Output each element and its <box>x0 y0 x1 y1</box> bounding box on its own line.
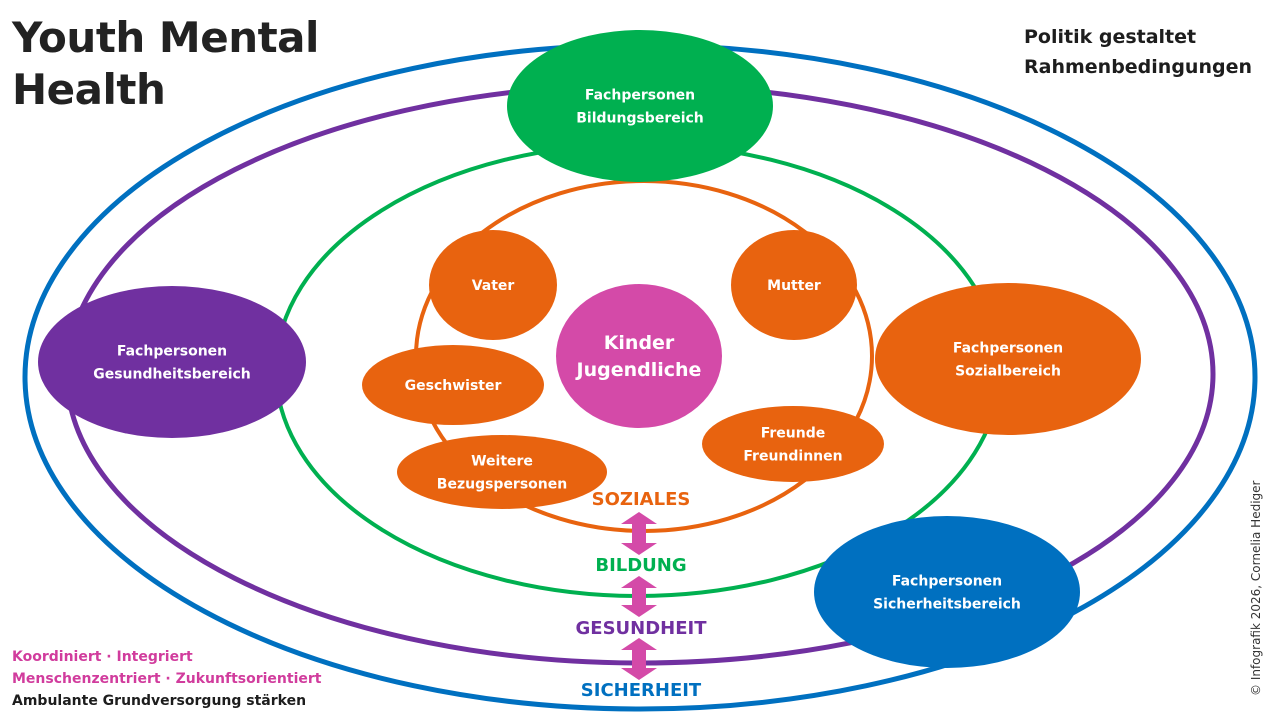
blob-kinder-jugendliche-shape <box>556 284 722 428</box>
blob-gesundheitsbereich-label-1: Fachpersonen <box>117 343 227 359</box>
footer-line-1: Koordiniert · Integriert <box>12 649 193 665</box>
blob-geschwister-label-1: Geschwister <box>405 378 502 394</box>
ring-label-sicherheit: SICHERHEIT <box>581 680 702 701</box>
arrow-bildung-gesundheit <box>621 576 657 617</box>
blob-geschwister-shape <box>362 345 544 425</box>
blob-vater-label-1: Vater <box>472 278 515 294</box>
blob-geschwister: Geschwister <box>362 345 544 425</box>
blob-mutter-label-1: Mutter <box>767 278 821 294</box>
policy-line-1: Politik gestaltet <box>1024 26 1197 48</box>
blob-sicherheitsbereich-shape <box>814 516 1080 668</box>
policy-note: Politik gestaltet Rahmenbedingungen <box>1024 22 1264 82</box>
copyright-credit: © Infografik 2026, Cornelia Hediger <box>1249 480 1263 696</box>
ring-label-soziales: SOZIALES <box>592 489 691 510</box>
blob-sicherheitsbereich-label-2: Sicherheitsbereich <box>873 596 1021 612</box>
blob-bildungsbereich-label-2: Bildungsbereich <box>576 110 704 126</box>
blob-weitere-bezugspersonen-shape <box>397 435 607 509</box>
title-line-1: Youth Mental <box>12 13 319 62</box>
blob-sozialbereich-label-2: Sozialbereich <box>955 363 1061 379</box>
ring-label-gesundheit: GESUNDHEIT <box>576 618 708 639</box>
footer-line-3: Ambulante Grundversorgung stärken <box>12 693 307 709</box>
blob-vater: Vater <box>429 230 557 340</box>
blob-mutter-shape <box>731 230 857 340</box>
page-title: Youth Mental Health <box>12 12 319 116</box>
blob-gesundheitsbereich-label-2: Gesundheitsbereich <box>93 366 251 382</box>
blob-gesundheitsbereich-shape <box>38 286 306 438</box>
ring-label-bildung: BILDUNG <box>595 555 686 576</box>
blob-weitere-bezugspersonen-label-2: Bezugspersonen <box>437 476 567 492</box>
blob-kinder-jugendliche-label-2: Jugendliche <box>575 359 702 381</box>
blob-bildungsbereich-shape <box>507 30 773 182</box>
arrow-soziales-bildung <box>621 512 657 555</box>
footer-notes: Koordiniert · Integriert Menschenzentrie… <box>12 646 321 712</box>
blob-freunde-freundinnen-label-2: Freundinnen <box>743 448 842 464</box>
blob-freunde-freundinnen-label-1: Freunde <box>761 425 826 441</box>
blob-bildungsbereich-label-1: Fachpersonen <box>585 87 695 103</box>
footer-line-2: Menschenzentriert · Zukunftsorientiert <box>12 671 322 687</box>
blob-sicherheitsbereich-label-1: Fachpersonen <box>892 573 1002 589</box>
blob-sozialbereich-shape <box>875 283 1141 435</box>
blob-vater-shape <box>429 230 557 340</box>
blob-weitere-bezugspersonen-label-1: Weitere <box>471 453 533 469</box>
blob-kinder-jugendliche-label-1: Kinder <box>604 332 675 354</box>
policy-line-2: Rahmenbedingungen <box>1024 56 1252 78</box>
blob-freunde-freundinnen-shape <box>702 406 884 482</box>
arrow-gesundheit-sicherheit <box>621 638 657 680</box>
blob-mutter: Mutter <box>731 230 857 340</box>
blob-sozialbereich-label-1: Fachpersonen <box>953 340 1063 356</box>
title-line-2: Health <box>12 65 166 114</box>
